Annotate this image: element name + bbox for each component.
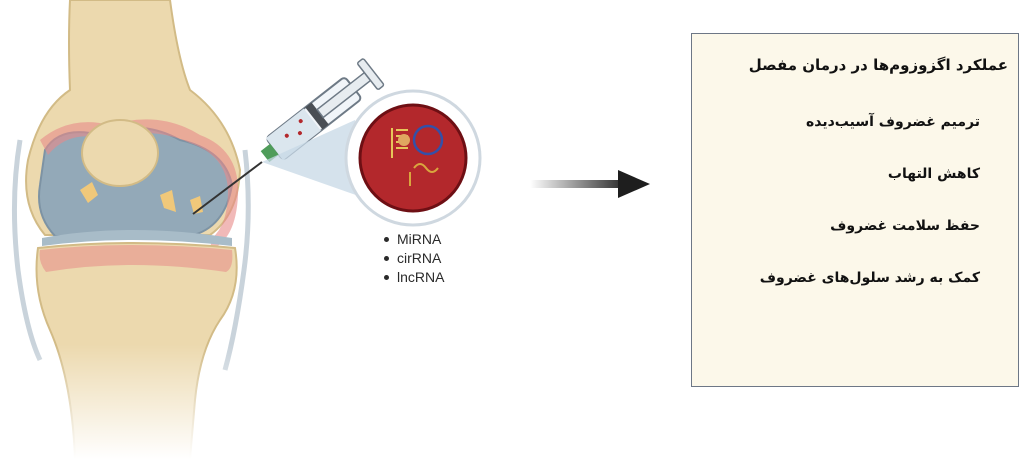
function-list: ترمیم غضروف آسیب‌دیده کاهش التهاب حفظ سل… <box>760 114 980 322</box>
arrow-head <box>618 170 650 198</box>
panel-title: عملکرد اگزوزوم‌ها در درمان مفصل <box>748 56 1008 74</box>
exosome-zoom <box>262 89 482 227</box>
zoom-cone <box>262 120 370 200</box>
function-item: ترمیم غضروف آسیب‌دیده <box>805 114 980 130</box>
bullet-icon <box>384 275 389 280</box>
rna-type-item: cirRNA <box>384 249 444 268</box>
syringe <box>192 58 385 215</box>
exosome-function-panel: عملکرد اگزوزوم‌ها در درمان مفصل ترمیم غض… <box>691 33 1019 387</box>
syringe-needle <box>192 161 263 215</box>
rna-type-list: MiRNA cirRNA lncRNA <box>384 230 444 287</box>
lncrna-icon <box>409 163 439 186</box>
function-item: کمک به رشد سلول‌های غضروف <box>759 270 980 286</box>
circrna-icon <box>412 124 444 156</box>
bullet-icon <box>384 237 389 242</box>
bullet-icon <box>384 256 389 261</box>
function-item: کاهش التهاب <box>887 166 980 182</box>
rna-type-item: lncRNA <box>384 268 444 287</box>
knee-joint <box>0 0 270 459</box>
function-item: حفظ سلامت غضروف <box>830 218 980 234</box>
exosome <box>358 103 468 213</box>
rna-type-item: MiRNA <box>384 230 444 249</box>
arrow <box>530 170 650 198</box>
